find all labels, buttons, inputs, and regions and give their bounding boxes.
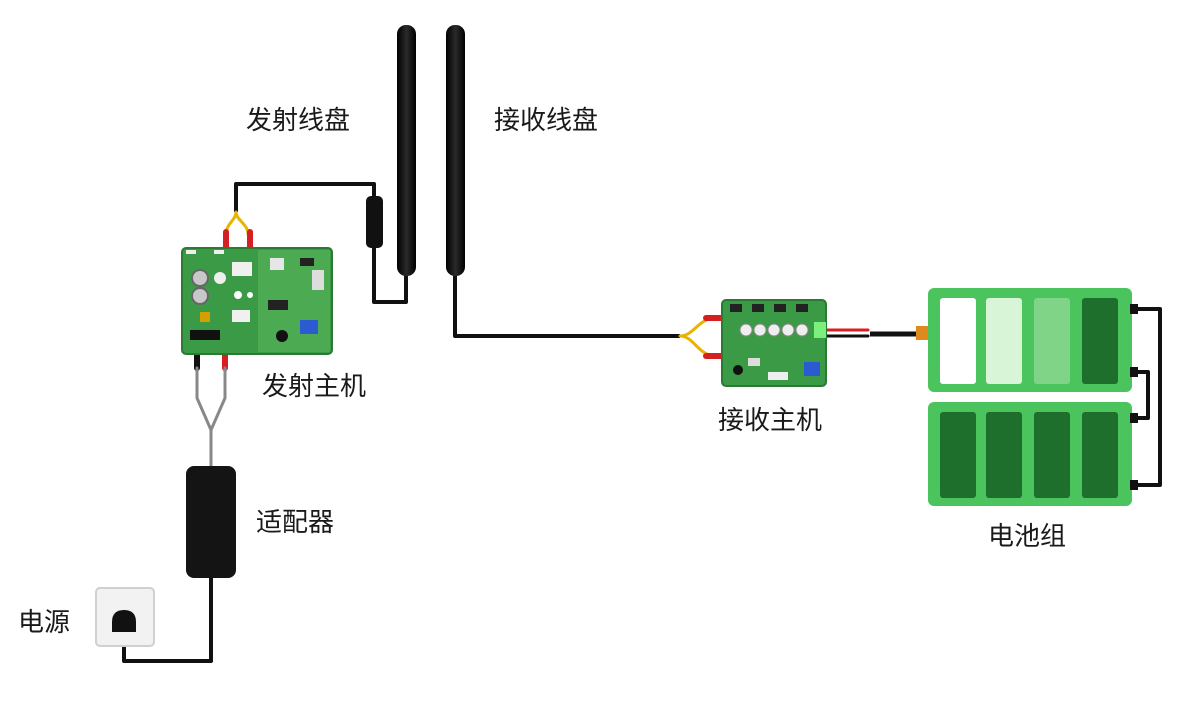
rx-coil	[446, 25, 465, 276]
battery-cell	[1034, 298, 1070, 384]
power-label: 电源	[18, 608, 71, 638]
power-adapter	[186, 466, 236, 578]
tx-coil	[397, 25, 416, 276]
battery-module-top	[928, 288, 1132, 392]
tx-bottom-leads	[195, 366, 227, 470]
battery-cell	[986, 298, 1022, 384]
battery-module-bottom	[928, 402, 1132, 506]
battery-series-wire-2	[1131, 370, 1150, 420]
battery-series-wire	[1131, 307, 1162, 487]
tx-top-yellow-lead	[224, 210, 250, 236]
battery-cell	[940, 412, 976, 498]
battery-cell	[1082, 412, 1118, 498]
tx-coil-label: 发射线盘	[246, 106, 351, 136]
battery-cell	[986, 412, 1022, 498]
wire-rxcoil-to-rxhost	[453, 270, 680, 338]
rx-host-label: 接收主机	[718, 406, 823, 436]
rx-host-board	[721, 299, 827, 387]
connector-txcoil	[366, 196, 383, 248]
battery-pack	[928, 288, 1138, 506]
battery-cell	[1082, 298, 1118, 384]
battery-cell	[940, 298, 976, 384]
battery-label: 电池组	[988, 522, 1067, 552]
rx-coil-label: 接收线盘	[494, 106, 599, 136]
wire-txhost-to-txcoil	[234, 182, 376, 212]
battery-cell	[1034, 412, 1070, 498]
tx-host-board	[181, 247, 333, 355]
adapter-label: 适配器	[256, 508, 335, 538]
rx-yellow-lead	[678, 316, 718, 358]
wall-outlet	[95, 587, 155, 647]
wire-connector-to-txcoil	[372, 246, 408, 304]
tx-host-label: 发射主机	[262, 372, 367, 402]
